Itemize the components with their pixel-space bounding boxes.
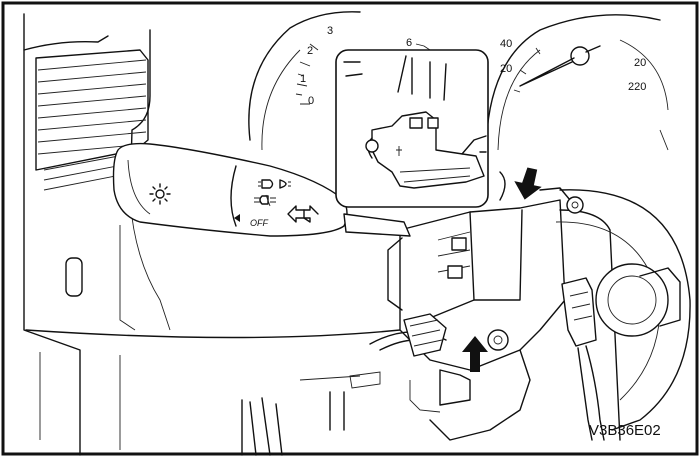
speedo-tick-label: 40 <box>500 38 512 50</box>
release-arrow-bottom <box>462 336 488 372</box>
release-arrow-top <box>514 167 542 200</box>
dashboard-outline <box>23 13 401 456</box>
tach-tick-label: 3 <box>327 25 333 37</box>
turn-signal-icon <box>287 205 319 223</box>
detail-inset <box>335 49 489 208</box>
headlight-icon <box>149 183 171 205</box>
tach-tick-label: 2 <box>307 45 313 57</box>
wiring-harness <box>241 313 447 456</box>
tach-tick-label: 6 <box>406 37 412 49</box>
lighting-switch-lever: OFF <box>112 142 411 237</box>
speedo-tick-label: 20 <box>500 63 512 75</box>
speedo-tick-label: 20 <box>634 57 646 69</box>
figure-code: V3B36E02 <box>589 422 661 439</box>
tach-tick-label: 1 <box>300 73 306 85</box>
high-beam-icon <box>258 179 291 189</box>
position-pointer-icon <box>234 214 240 222</box>
speedo-tick-label: 220 <box>628 81 646 93</box>
speedometer: 40 20 20 220 <box>485 14 669 151</box>
clock-spring <box>555 189 691 441</box>
off-label: OFF <box>250 218 268 228</box>
needle-hub <box>570 46 590 66</box>
panel-slot <box>65 257 83 297</box>
tachometer: 0 1 2 3 6 <box>248 11 431 151</box>
fog-light-icon <box>254 194 276 207</box>
clip-outline <box>499 171 506 201</box>
tach-tick-label: 0 <box>308 95 314 107</box>
